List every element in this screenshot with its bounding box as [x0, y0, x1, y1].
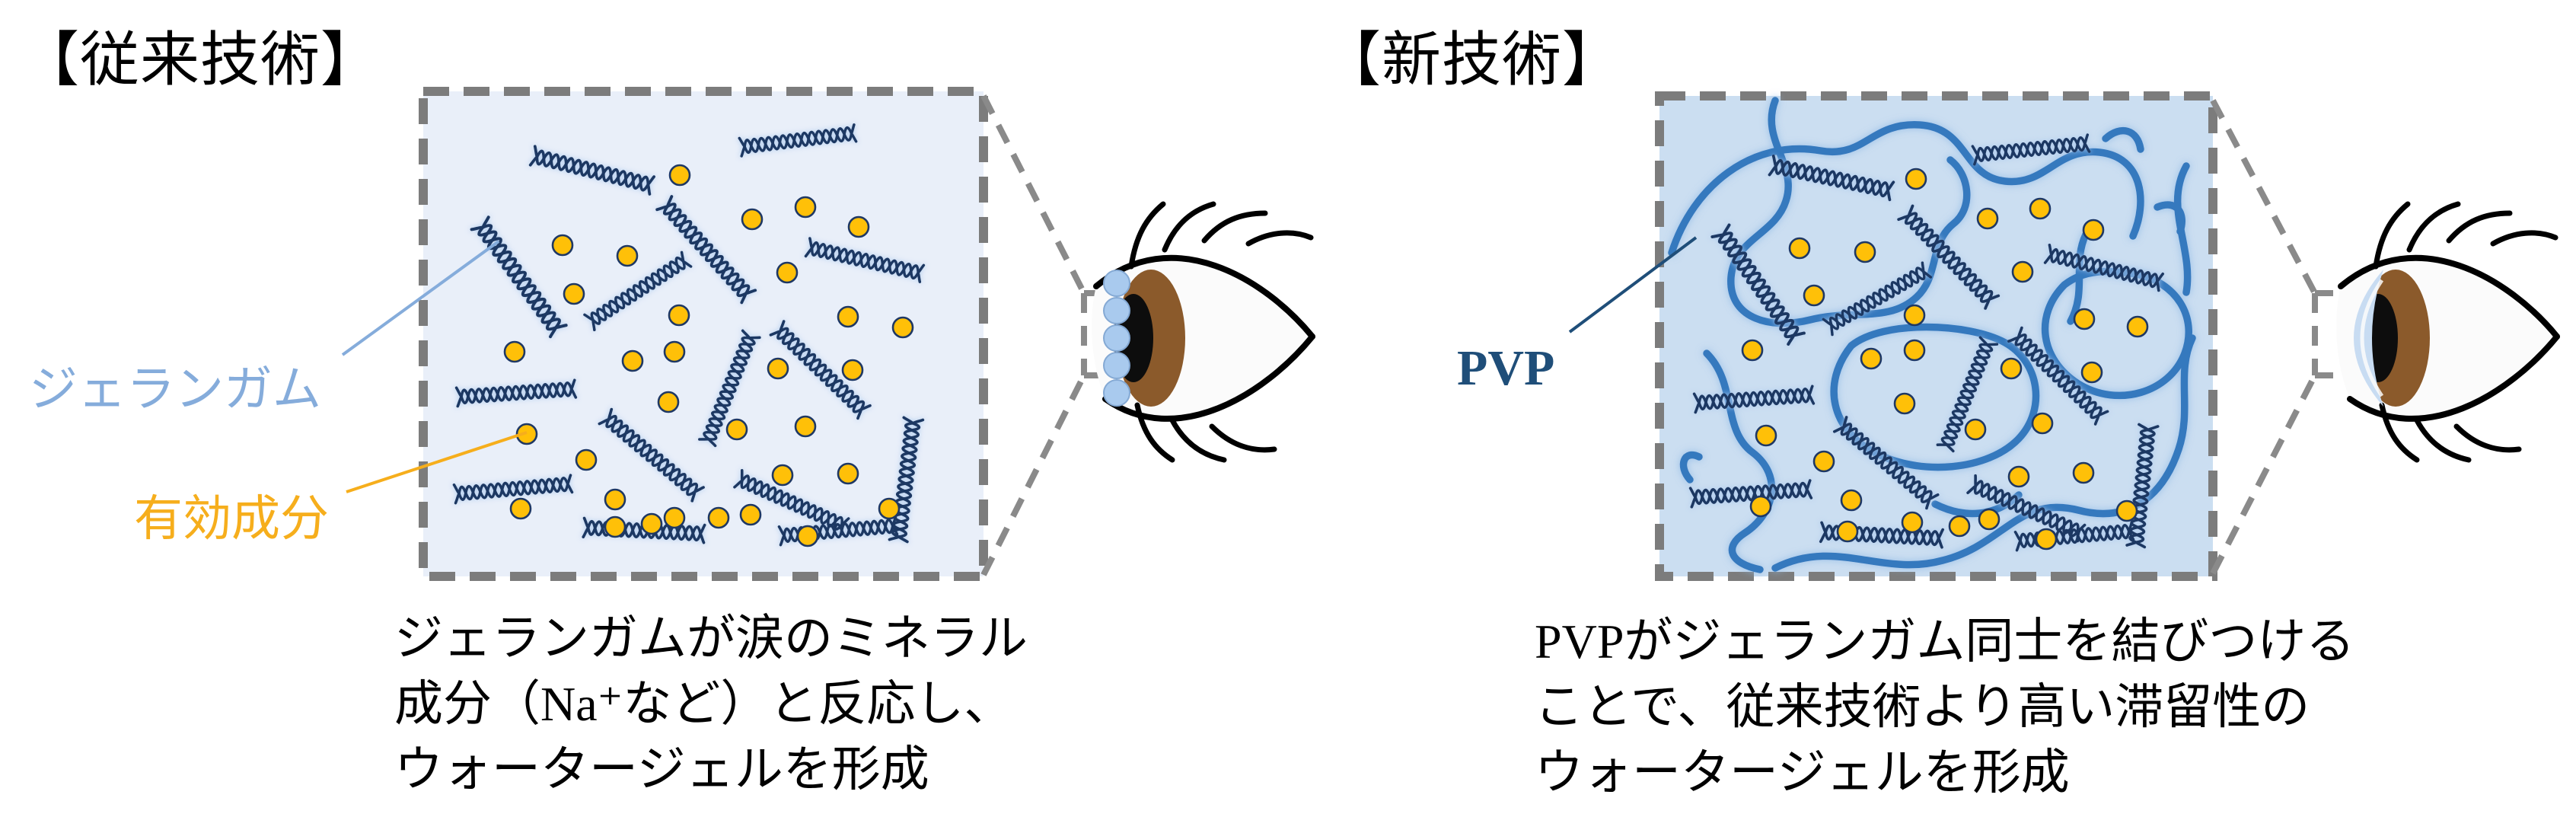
active-ingredient-dot [837, 462, 859, 485]
pvp-polymer-curve [1727, 97, 1971, 327]
conventional-tech-caption: ジェランガムが涙のミネラル 成分（Na⁺など）と反応し、 ウォータージェルを形成 [394, 606, 1028, 803]
active-ingredient-dot [1978, 508, 2001, 531]
active-ingredient-dot [771, 464, 794, 487]
active-ingredient-dot [878, 497, 901, 520]
active-ingredient-dot [841, 359, 864, 381]
gel-layer-highlight [2360, 279, 2384, 397]
gellan-leader-line [341, 240, 500, 356]
active-ingredient-dot [503, 340, 526, 363]
active-ingredient-dot [509, 497, 532, 520]
caption-line: ウォータージェルを形成 [394, 742, 929, 796]
pvp-polymer-curve [2067, 231, 2090, 325]
eye-right [2336, 204, 2557, 460]
active-ingredient-dot [1741, 339, 1764, 362]
caption-line: ウォータージェルを形成 [1535, 745, 2070, 799]
active-ingredient-dot [1964, 418, 1987, 441]
active-ingredient-dot [640, 512, 663, 535]
pvp-polymer-curve [1679, 451, 1703, 484]
active-ingredient-dot [1905, 168, 1927, 190]
new-tech-title: 【新技術】 [1321, 27, 1623, 93]
gel-droplets [1103, 270, 1130, 407]
pvp-polymer-curve [1668, 121, 2144, 257]
active-ingredient-dot [2080, 361, 2103, 384]
gel-layer [2354, 270, 2383, 407]
active-ingredient-dot-group [1741, 168, 2149, 551]
active-ingredient-dot [2072, 461, 2095, 484]
active-ingredient-dot [1903, 339, 1926, 362]
active-ingredient-dot [794, 196, 817, 219]
new-tech-magnified-box [1655, 91, 2217, 581]
active-ingredient-dot [1788, 237, 1811, 260]
active-ingredient-dot [1860, 347, 1883, 370]
conventional-magnified-box [419, 87, 988, 581]
pvp-network-group [1668, 97, 2196, 573]
active-ingredient-dot [2029, 197, 2052, 220]
active-ingredient-dot [1976, 207, 1999, 230]
active-ingredient-dot [794, 415, 817, 438]
active-ingredient-dot [604, 488, 626, 511]
pvp-leader-line [1568, 236, 1698, 334]
pvp-polymer-curve [2154, 201, 2185, 235]
active-ingredient-dot [2000, 357, 2023, 380]
active-ingredient-dot [837, 305, 859, 328]
active-ingredient-dot [707, 506, 730, 529]
active-ingredient-dot [668, 304, 690, 327]
active-ingredient-dot [796, 525, 819, 547]
active-ingredient-dot [1901, 511, 1924, 534]
active-ingredient-dot [621, 349, 644, 372]
gellan-gum-label: ジェランガム [29, 362, 321, 416]
active-ingredient-dot [739, 503, 762, 526]
active-ingredient-dot [1803, 284, 1825, 307]
caption-line: ジェランガムが涙のミネラル [394, 611, 1028, 665]
active-ingredient-label: 有効成分 [134, 492, 329, 546]
active-ingredient-dot [1836, 520, 1859, 543]
active-ingredient-leader-line [346, 431, 528, 493]
conventional-tech-title: 【従来技術】 [20, 27, 381, 93]
active-ingredient-dot [604, 515, 626, 538]
active-ingredient-dot [891, 316, 914, 339]
active-ingredient-dot [2115, 499, 2138, 522]
zoom-funnel-right [2210, 99, 2333, 575]
caption-line: PVPがジェランガム同士を結びつける [1535, 614, 2355, 669]
active-ingredient-dot [2007, 465, 2030, 488]
active-ingredient-dot [1755, 424, 1777, 447]
active-ingredient-dot [616, 244, 639, 267]
active-ingredient-dot [563, 282, 585, 305]
new-tech-caption: PVPがジェランガム同士を結びつける ことで、従来技術より高い滞留性の ウォータ… [1535, 609, 2354, 806]
active-ingredient-dot [663, 506, 686, 529]
active-ingredient-dot [725, 418, 748, 441]
active-ingredient-dot [776, 261, 799, 284]
active-ingredient-dot [1903, 304, 1926, 327]
active-ingredient-dot [1749, 495, 1772, 518]
active-ingredient-dot [2011, 260, 2034, 283]
active-ingredient-dot [657, 391, 680, 413]
active-ingredient-dot [847, 215, 870, 238]
active-ingredient-dot [1854, 241, 1876, 263]
active-ingredient-dot [663, 340, 686, 363]
caption-line: ことで、従来技術より高い滞留性の [1535, 680, 2310, 734]
active-ingredient-dot [2035, 528, 2058, 551]
active-ingredient-dot [1948, 515, 1971, 538]
active-ingredient-dot [767, 357, 789, 380]
active-ingredient-dot [575, 448, 598, 471]
pvp-polymer-curve [2102, 127, 2144, 153]
pvp-label: PVP [1457, 340, 1555, 396]
active-ingredient-dot [2126, 315, 2149, 338]
eye-left [1092, 204, 1312, 460]
active-ingredient-dot [741, 208, 764, 231]
active-ingredient-dot [1893, 392, 1916, 415]
caption-line: 成分（Na⁺など）と反応し、 [394, 677, 1013, 731]
zoom-funnel-left [980, 94, 1102, 576]
active-ingredient-dot [2082, 219, 2105, 241]
active-ingredient-dot [2073, 308, 2096, 330]
active-ingredient-dot [1812, 450, 1835, 473]
pvp-polymer-curve [1771, 334, 2196, 572]
active-ingredient-dot [551, 234, 574, 257]
active-ingredient-dot [668, 164, 691, 187]
active-ingredient-dot [2031, 412, 2054, 435]
active-ingredient-dot [1840, 489, 1863, 512]
